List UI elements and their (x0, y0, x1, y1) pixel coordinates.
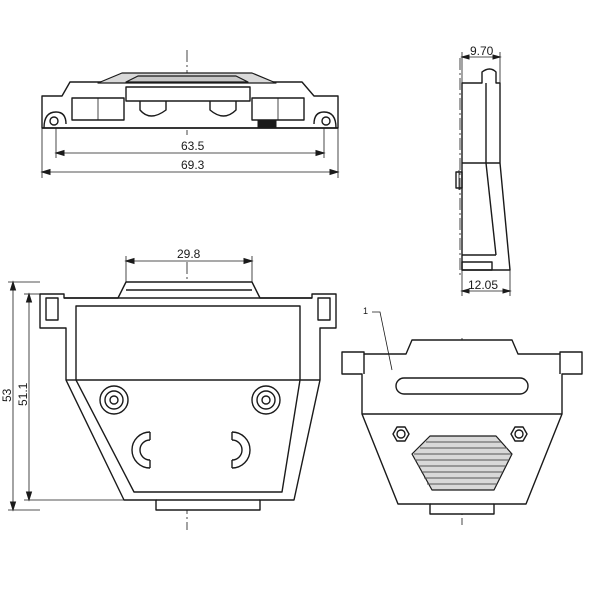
top-view-screw-right (313, 111, 337, 129)
front-view: 29.8 53 51.1 (0, 247, 337, 530)
rear-view-nut-left (392, 426, 410, 442)
front-view-screw-left (99, 385, 129, 415)
top-view-screw-left (43, 111, 67, 129)
top-view-clip (257, 119, 277, 129)
front-view-screw-right (251, 385, 281, 415)
dim-69-3: 69.3 (181, 158, 205, 172)
rear-view-slot (395, 377, 529, 395)
rear-view-connector (411, 435, 513, 491)
top-view-notch-right (209, 101, 237, 117)
dim-51-1: 51.1 (16, 382, 30, 406)
top-view-dome-inner (125, 75, 249, 83)
callout-1: 1 (363, 306, 368, 316)
dim-63-5: 63.5 (181, 139, 205, 153)
front-view-ear-slot-left (45, 297, 59, 321)
top-view: 63.5 69.3 (40, 50, 340, 178)
dim-9-70: 9.70 (470, 44, 494, 58)
rear-view: 1 (341, 306, 583, 525)
front-view-clamp-right (231, 431, 251, 469)
side-view: 9.70 12.05 (455, 44, 512, 296)
front-view-clamp-left (131, 431, 151, 469)
top-view-center-block (125, 86, 251, 102)
rear-view-outline (341, 339, 583, 515)
dim-12-05: 12.05 (468, 278, 498, 292)
top-view-base (41, 81, 339, 129)
dim-29-8: 29.8 (177, 247, 201, 261)
dim-53: 53 (0, 388, 14, 402)
rear-view-nut-right (510, 426, 528, 442)
callout-leader-1 (372, 311, 393, 371)
front-view-ear-slot-right (317, 297, 331, 321)
top-view-notch-left (139, 101, 167, 117)
